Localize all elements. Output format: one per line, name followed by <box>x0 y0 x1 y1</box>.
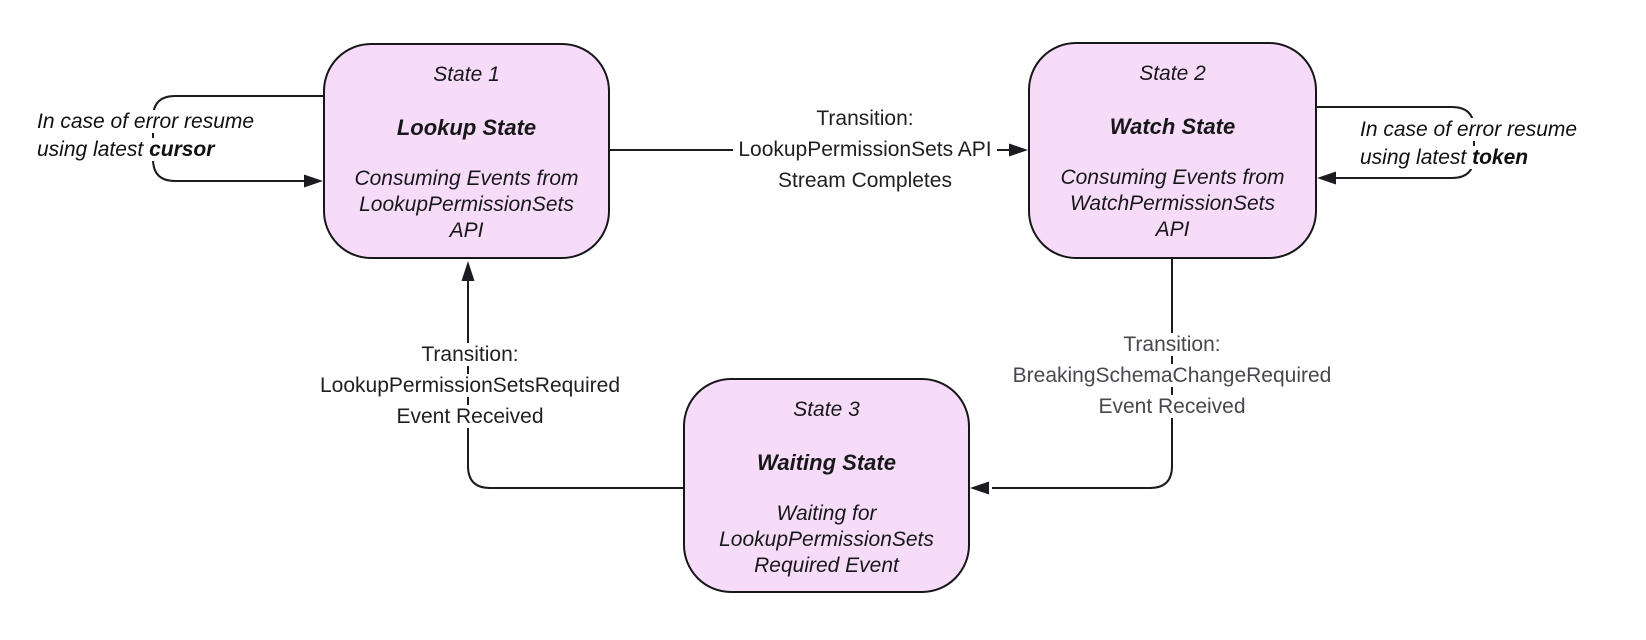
error-resume-token-label: In case of error resume using latest tok… <box>1358 116 1580 172</box>
state-3-name: Waiting State <box>757 450 896 475</box>
transition-label-line: Event Received <box>952 391 1392 422</box>
state-2-description-line: API <box>1155 218 1190 241</box>
state-2-name: Watch State <box>1109 114 1236 139</box>
error-resume-token-line1: In case of error resume <box>1358 118 1580 141</box>
cursor-keyword: cursor <box>149 138 215 161</box>
arrow-state3-to-state1-line <box>467 280 683 489</box>
error-resume-cursor-line1: In case of error resume <box>35 110 257 133</box>
arrowhead-into-state2-icon <box>1009 143 1028 157</box>
transition-label-state1-to-state2: Transition: LookupPermissionSets API Str… <box>645 103 1085 196</box>
arrowhead-into-state1-icon <box>461 261 475 281</box>
state-1-description-line: API <box>449 219 484 242</box>
state-2-title: State 2 <box>1139 62 1206 85</box>
transition-label-line: Transition: <box>645 103 1085 134</box>
state-3-description-line: LookupPermissionSets <box>719 528 934 551</box>
state-1-description-line: Consuming Events from <box>354 167 579 190</box>
error-resume-cursor-label: In case of error resume using latest cur… <box>35 108 257 164</box>
token-keyword: token <box>1472 146 1529 169</box>
state-2-description-line: WatchPermissionSets <box>1069 192 1276 215</box>
state-2-box: State 2 Watch State Consuming Events fro… <box>1028 42 1317 259</box>
state-3-description-line: Required Event <box>754 554 899 577</box>
arrow-state2-to-state3-line <box>992 259 1173 489</box>
state-3-box: State 3 Waiting State Waiting for Lookup… <box>683 378 970 593</box>
state-2-description: Consuming Events from WatchPermissionSet… <box>1060 165 1284 243</box>
transition-label-line: Transition: <box>952 329 1392 360</box>
state-3-title: State 3 <box>793 398 860 421</box>
state-1-description: Consuming Events from LookupPermissionSe… <box>354 166 578 244</box>
transition-label-line: Stream Completes <box>645 165 1085 196</box>
transition-label-line: BreakingSchemaChangeRequired <box>952 360 1392 391</box>
state-1-name: Lookup State <box>396 115 537 140</box>
state-2-description-line: Consuming Events from <box>1060 166 1285 189</box>
transition-label-line: Event Received <box>250 401 690 432</box>
state-3-description-line: Waiting for <box>776 502 877 525</box>
transition-label-line: LookupPermissionSets API <box>645 134 1085 165</box>
transition-label-line: Transition: <box>250 339 690 370</box>
error-resume-cursor-line2: using latest cursor <box>35 138 217 161</box>
arrowhead-loop-into-state2-icon <box>1317 171 1336 185</box>
transition-label-state2-to-state3: Transition: BreakingSchemaChangeRequired… <box>952 329 1392 422</box>
state-1-title: State 1 <box>433 63 500 86</box>
arrowhead-into-state3-icon <box>970 481 989 495</box>
transition-label-line: LookupPermissionSetsRequired <box>250 370 690 401</box>
state-1-box: State 1 Lookup State Consuming Events fr… <box>323 43 610 259</box>
transition-label-state3-to-state1: Transition: LookupPermissionSetsRequired… <box>250 339 690 432</box>
state-3-description: Waiting for LookupPermissionSets Require… <box>719 501 934 579</box>
arrowhead-loop-into-state1-icon <box>304 174 323 188</box>
error-resume-token-line2: using latest token <box>1358 146 1531 169</box>
state-1-description-line: LookupPermissionSets <box>359 193 574 216</box>
error-loop-state2-line <box>1317 106 1475 179</box>
